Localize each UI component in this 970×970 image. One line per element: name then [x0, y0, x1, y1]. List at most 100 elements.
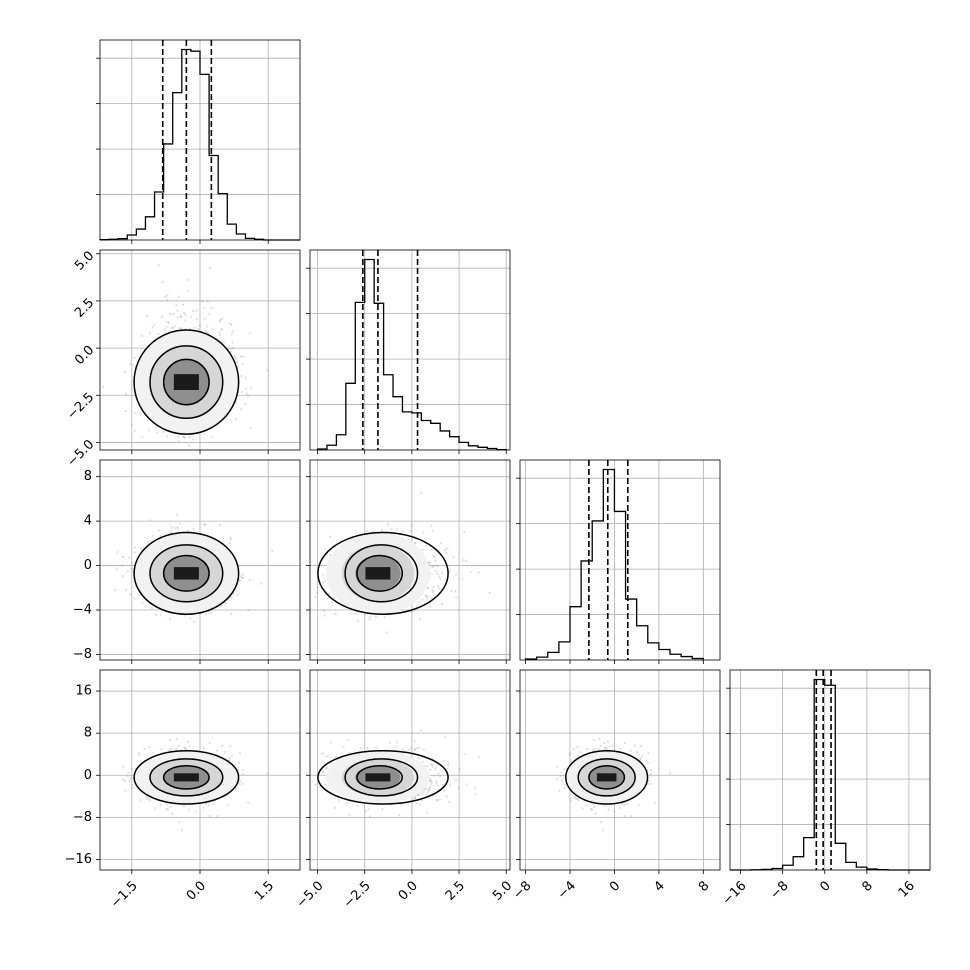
- sample-point: [206, 300, 210, 303]
- contour-line: [133, 531, 240, 615]
- sample-point: [446, 547, 449, 550]
- sample-point: [192, 527, 195, 531]
- hist-panel-3: [726, 669, 931, 874]
- sample-point: [130, 387, 133, 390]
- sample-point: [323, 580, 327, 583]
- sample-point: [177, 527, 180, 530]
- sample-point: [436, 565, 439, 568]
- histogram-step: [316, 258, 507, 451]
- sample-point: [450, 589, 453, 593]
- panel-frame: [309, 249, 511, 451]
- y-tick-label: −16: [65, 852, 92, 867]
- sample-point: [236, 360, 239, 363]
- hist-panel-1: [306, 249, 511, 454]
- sample-point: [455, 596, 458, 599]
- sample-point: [218, 334, 222, 337]
- hist-panel-0: [96, 39, 301, 244]
- sample-point: [429, 783, 432, 786]
- sample-point: [133, 597, 136, 600]
- y-tick-label: 0: [84, 558, 92, 573]
- sample-point: [650, 769, 653, 772]
- sample-point: [229, 536, 232, 539]
- sample-point: [328, 592, 331, 595]
- sample-point: [221, 328, 224, 331]
- sample-point: [558, 789, 561, 792]
- sample-point: [413, 796, 416, 799]
- sample-point: [158, 529, 161, 532]
- sample-point: [235, 590, 238, 593]
- sample-point: [446, 767, 449, 770]
- sample-point: [145, 314, 149, 318]
- sample-point: [421, 548, 424, 552]
- sample-point: [185, 747, 188, 750]
- sample-point: [177, 440, 180, 443]
- panel-content: [100, 250, 300, 450]
- sample-point: [427, 790, 430, 794]
- sample-point: [649, 782, 652, 785]
- sample-point: [241, 573, 244, 576]
- sample-point: [218, 320, 221, 323]
- sample-point: [220, 604, 223, 607]
- sample-point: [386, 524, 389, 527]
- sample-point: [334, 755, 338, 759]
- sample-point: [398, 813, 401, 817]
- sample-point: [623, 741, 626, 745]
- y-tick-label: 0.0: [72, 343, 97, 368]
- sample-point: [443, 735, 447, 738]
- sample-point: [461, 577, 464, 581]
- panel-frame: [99, 459, 301, 661]
- sample-point: [188, 745, 191, 748]
- sample-point: [427, 787, 431, 790]
- sample-point: [160, 747, 163, 750]
- y-tick-label: 5.0: [72, 248, 97, 273]
- density-core: [365, 567, 391, 580]
- sample-point: [167, 321, 170, 325]
- sample-point: [140, 334, 144, 337]
- sample-point: [152, 751, 155, 754]
- sample-point: [448, 569, 452, 573]
- sample-point: [131, 768, 134, 771]
- sample-point: [395, 528, 399, 531]
- sample-point: [232, 592, 235, 595]
- sample-point: [421, 598, 424, 601]
- sample-point: [195, 318, 198, 321]
- sample-point: [409, 529, 412, 532]
- sample-point: [202, 307, 206, 310]
- sample-point: [241, 782, 244, 785]
- panel-content: [310, 460, 510, 660]
- sample-point: [329, 741, 333, 744]
- sample-point: [141, 601, 144, 604]
- sample-point: [436, 572, 439, 575]
- sample-point: [216, 815, 219, 818]
- sample-point: [245, 392, 248, 395]
- sample-point: [228, 344, 231, 348]
- sample-point: [346, 738, 349, 741]
- sample-point: [178, 522, 181, 525]
- sample-point: [241, 576, 244, 579]
- y-tick-label: 8: [84, 469, 92, 484]
- sample-point: [439, 542, 443, 545]
- sample-point: [436, 784, 440, 787]
- sample-point: [239, 780, 242, 783]
- sample-point: [191, 438, 195, 441]
- sample-point: [121, 778, 124, 781]
- sample-point: [639, 758, 642, 762]
- sample-point: [367, 808, 370, 811]
- y-tick-label: 4: [84, 514, 92, 529]
- sample-point: [129, 593, 132, 596]
- sample-point: [271, 549, 274, 552]
- sample-point: [607, 808, 610, 811]
- sample-point: [176, 526, 179, 529]
- sample-point: [143, 747, 146, 751]
- sample-point: [126, 775, 129, 778]
- sample-point: [415, 746, 419, 749]
- sample-point: [145, 796, 148, 799]
- sample-point: [183, 747, 186, 750]
- sample-point: [368, 618, 371, 621]
- sample-point: [171, 326, 175, 329]
- sample-point: [415, 802, 418, 805]
- sample-point: [448, 784, 452, 787]
- sample-point: [239, 579, 242, 582]
- sample-point: [438, 798, 441, 801]
